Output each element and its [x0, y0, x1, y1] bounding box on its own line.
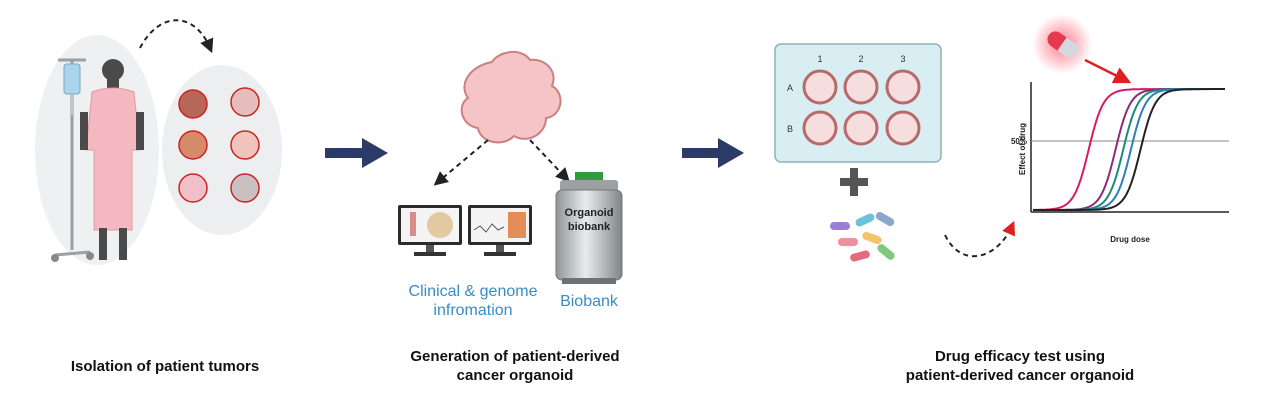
colon-icon — [230, 130, 260, 160]
dose-curve-5 — [1033, 88, 1225, 211]
chart-reference-label: 50% — [1011, 137, 1027, 146]
chart-x-label: Drug dose — [1110, 235, 1150, 244]
tank-label-line1: Organoid — [565, 207, 614, 219]
plate-col-2: 2 — [858, 54, 863, 64]
well-b3 — [885, 110, 921, 146]
organoid-icon — [460, 51, 562, 144]
cryo-tank-icon: Organoid biobank — [555, 172, 623, 284]
step2-caption-line2: cancer organoid — [456, 367, 574, 384]
chart-y-label: Effect of drug — [1018, 123, 1027, 175]
stomach-icon — [178, 130, 208, 160]
organ-grid — [178, 87, 260, 203]
step1-caption: Isolation of patient tumors — [70, 358, 260, 375]
tank-label-line2: biobank — [568, 221, 611, 233]
lung-icon — [230, 87, 260, 117]
iv-stand-icon — [51, 58, 94, 262]
well-a2 — [843, 69, 879, 105]
well-a3 — [885, 69, 921, 105]
step-arrow-1 — [325, 138, 388, 168]
plate-row-a: A — [787, 83, 793, 93]
biobank-label: Biobank — [560, 293, 618, 310]
dose-response-chart: 50% Effect of drug Drug dose — [1011, 82, 1229, 244]
dashed-arrow-left — [433, 139, 489, 186]
liver-icon — [178, 89, 208, 119]
dose-curve-2 — [1033, 88, 1225, 211]
clinical-label-line1: Clinical & genome — [408, 283, 538, 300]
uterus-icon — [178, 173, 208, 203]
well-b1 — [802, 110, 838, 146]
dashed-arrow-right — [529, 139, 570, 183]
dashed-curve-arrow-2 — [944, 220, 1016, 258]
clinical-label: Clinical & genome infromation — [388, 282, 558, 320]
clinical-label-line2: infromation — [433, 302, 513, 319]
brain-icon — [230, 173, 260, 203]
well-a1 — [802, 69, 838, 105]
dashed-curve-arrow — [139, 19, 214, 54]
plate-col-1: 1 — [817, 54, 822, 64]
patient-icon — [80, 59, 144, 260]
step-arrow-2 — [682, 138, 744, 168]
well-plate-icon: 1 2 3 A B — [774, 43, 942, 163]
capsule-icon — [1032, 14, 1132, 84]
plate-col-3: 3 — [900, 54, 905, 64]
plus-icon — [840, 168, 868, 196]
monitor-icon-2 — [468, 205, 532, 256]
patient-scene — [35, 19, 282, 265]
monitor-icon — [398, 205, 462, 256]
plate-row-b: B — [787, 124, 793, 134]
step2-caption: Generation of patient-derived cancer org… — [370, 347, 660, 385]
pill-icon — [830, 212, 895, 262]
chart-curves — [1033, 88, 1225, 211]
well-b2 — [843, 110, 879, 146]
step3-caption: Drug efficacy test using patient-derived… — [870, 347, 1170, 385]
step3-caption-line1: Drug efficacy test using — [934, 348, 1106, 365]
step2-caption-line1: Generation of patient-derived — [410, 348, 620, 365]
step3-caption-line2: patient-derived cancer organoid — [905, 367, 1135, 384]
